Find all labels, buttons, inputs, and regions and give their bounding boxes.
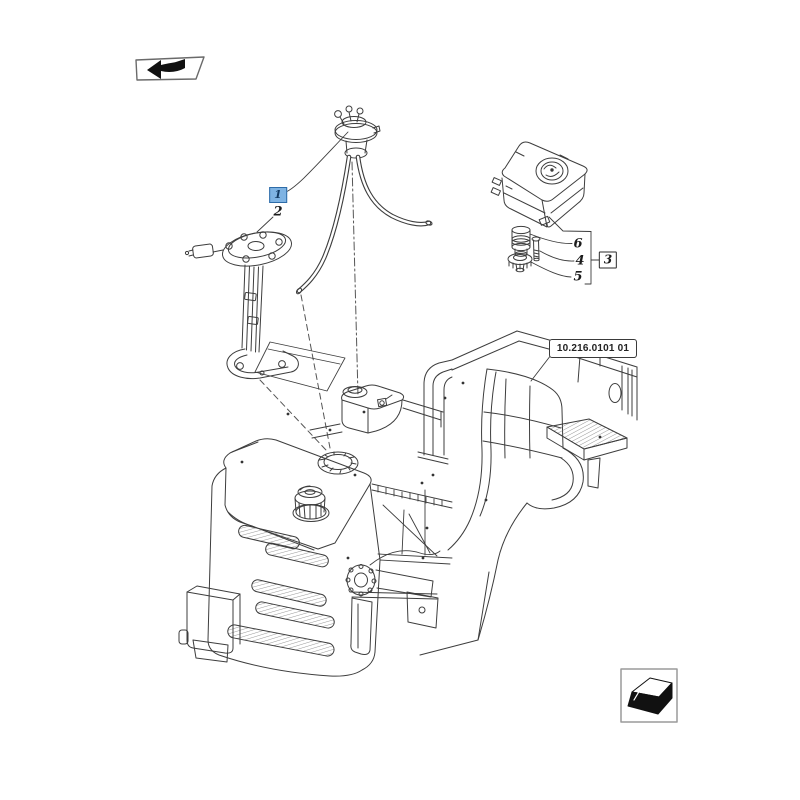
callout-2[interactable]: 2 (273, 204, 283, 220)
callout-leaders (256, 131, 349, 233)
tank-ribs (227, 524, 335, 657)
previous-view-icon[interactable] (135, 56, 205, 81)
main-tank-assembly (178, 330, 638, 677)
part-2-fuel-level-sender (184, 231, 299, 380)
main-fuel-tank (178, 438, 441, 677)
assembly-leader-lines (259, 161, 359, 451)
sender-ring (317, 451, 359, 475)
part-4-bolt (531, 236, 541, 262)
callout-6[interactable]: 6 (573, 236, 583, 252)
filler-cap (292, 485, 330, 522)
part-6-filter (511, 225, 531, 257)
part-1-fuel-sender (295, 105, 433, 295)
callout-1[interactable]: 1 (269, 187, 287, 203)
callout-5[interactable]: 5 (573, 269, 583, 285)
reference-leader (530, 354, 552, 382)
part-5-cap (507, 253, 533, 273)
callout-4[interactable]: 4 (575, 253, 585, 269)
frame-arch (417, 330, 638, 465)
part-3-group-leaders (529, 216, 601, 285)
tank-foot-bracket (178, 585, 241, 663)
top-tank (309, 384, 444, 439)
step-platform (546, 418, 628, 489)
part-3-reservoir-tank (490, 141, 588, 228)
fender-panel (419, 368, 584, 656)
support-truss (371, 483, 453, 565)
orientation-icon[interactable] (620, 668, 678, 723)
tank-gauge (345, 550, 441, 655)
reference-code-box[interactable]: 10.216.0101 01 (549, 339, 637, 358)
fastener-dots (240, 381, 602, 560)
mounting-plate (254, 341, 346, 392)
callout-3[interactable]: 3 (598, 251, 618, 269)
